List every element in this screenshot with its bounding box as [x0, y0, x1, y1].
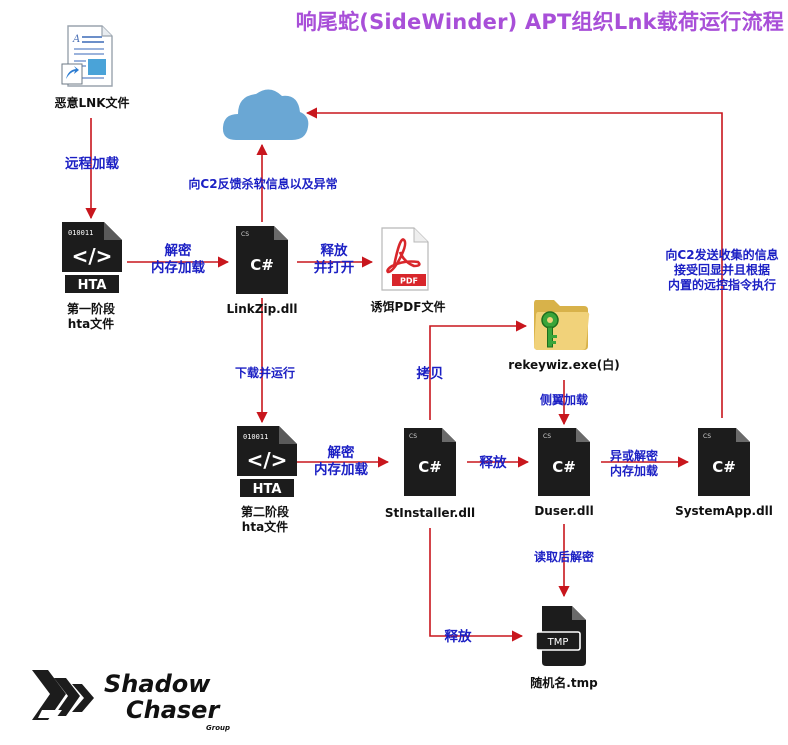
hta-file-icon: 010011 </> HTA — [62, 222, 122, 296]
systemapp-node[interactable]: CS C# — [694, 426, 754, 498]
svg-text:C#: C# — [712, 458, 736, 476]
edge-label-read-decrypt: 读取后解密 — [533, 550, 594, 564]
hta1-node[interactable]: 010011 </> HTA — [56, 220, 126, 298]
svg-text:A: A — [72, 34, 80, 45]
logo-text-line1: Shadow — [104, 670, 211, 698]
hta2-label-line1: 第二阶段 — [240, 505, 289, 519]
logo-arrows-icon — [32, 670, 94, 720]
svg-text:HTA: HTA — [253, 482, 282, 497]
svg-text:CS: CS — [409, 433, 417, 440]
diagram-title: 响尾蛇(SideWinder) APT组织Lnk载荷运行流程 — [295, 10, 784, 34]
systemapp-label: SystemApp.dll — [675, 504, 773, 518]
csharp-file-icon: CS C# — [538, 428, 590, 496]
edge-label-release-open-2: 并打开 — [313, 260, 355, 276]
tmp-file-icon: TMP — [535, 606, 586, 666]
lnk-document-icon: A — [61, 25, 113, 87]
svg-text:CS: CS — [241, 231, 249, 238]
edge-label-c2-line3: 内置的远控指令执行 — [667, 278, 776, 292]
svg-text:HTA: HTA — [78, 278, 107, 293]
pdf-label: 诱饵PDF文件 — [370, 300, 446, 314]
svg-text:PDF: PDF — [400, 277, 418, 286]
svg-text:C#: C# — [250, 256, 274, 274]
edge-label-release-1: 释放 — [479, 455, 507, 471]
shadowchaser-logo-mark — [26, 666, 100, 726]
svg-text:</>: </> — [247, 448, 288, 472]
logo-text-line3: Group — [206, 724, 231, 732]
lnk-file-node[interactable]: A — [60, 24, 120, 88]
c2-cloud-node[interactable] — [220, 82, 310, 144]
svg-text:010011: 010011 — [68, 229, 93, 237]
tmp-label: 随机名.tmp — [530, 676, 598, 690]
arrow-stinstaller-to-tmp — [429, 528, 524, 642]
svg-text:CS: CS — [703, 433, 711, 440]
rekeywiz-label: rekeywiz.exe(白) — [508, 358, 620, 372]
hta2-node[interactable]: 010011 </> HTA — [231, 424, 301, 502]
linkzip-label: LinkZip.dll — [226, 302, 298, 316]
arrow-systemapp-to-cloud — [305, 107, 723, 418]
stinstaller-node[interactable]: CS C# — [400, 426, 460, 498]
hta1-label-line1: 第一阶段 — [66, 302, 115, 316]
hta-file-icon: 010011 </> HTA — [237, 426, 297, 500]
edge-label-release-open-1: 释放 — [320, 243, 348, 259]
edge-label-copy: 拷贝 — [416, 366, 444, 382]
edge-label-memload-2: 内存加载 — [314, 462, 368, 478]
edge-label-xor-decrypt: 异或解密 — [609, 449, 658, 463]
rekeywiz-node[interactable] — [528, 290, 594, 352]
cloud-icon — [222, 89, 309, 140]
pdf-node[interactable]: PDF — [378, 226, 432, 292]
edge-label-c2-line1: 向C2发送收集的信息 — [665, 248, 779, 262]
hta1-label-line2: hta文件 — [67, 317, 115, 331]
svg-text:C#: C# — [418, 458, 442, 476]
svg-text:CS: CS — [543, 433, 551, 440]
edge-label-decrypt-2: 解密 — [327, 445, 355, 461]
svg-text:010011: 010011 — [243, 433, 268, 441]
edge-label-memload-3: 内存加载 — [609, 464, 658, 478]
svg-text:</>: </> — [72, 244, 113, 268]
linkzip-node[interactable]: CS C# — [232, 224, 292, 296]
pdf-file-icon: PDF — [381, 227, 429, 291]
duser-node[interactable]: CS C# — [534, 426, 594, 498]
edge-label-sideload: 侧翼加载 — [539, 393, 588, 407]
lnk-file-label: 恶意LNK文件 — [54, 96, 130, 110]
svg-text:C#: C# — [552, 458, 576, 476]
edge-label-c2-line2: 接受回显并且根据 — [673, 263, 770, 277]
edge-label-remote-load: 远程加载 — [65, 156, 119, 172]
edge-label-release-2: 释放 — [444, 629, 472, 645]
arrow-stinstaller-to-rekeywiz — [429, 320, 528, 420]
duser-label: Duser.dll — [534, 504, 594, 518]
edge-label-feedback-c2: 向C2反馈杀软信息以及异常 — [188, 177, 338, 191]
csharp-file-icon: CS C# — [236, 226, 288, 294]
logo-text-line2: Chaser — [126, 696, 220, 724]
csharp-file-icon: CS C# — [404, 428, 456, 496]
key-folder-icon — [534, 300, 590, 350]
edge-label-decrypt-1: 解密 — [164, 243, 192, 259]
edge-label-memload-1: 内存加载 — [151, 260, 205, 276]
hta2-label-line2: hta文件 — [241, 520, 289, 534]
csharp-file-icon: CS C# — [698, 428, 750, 496]
tmp-node[interactable]: TMP — [530, 602, 596, 668]
edge-label-download-run: 下载并运行 — [234, 366, 295, 380]
stinstaller-label: StInstaller.dll — [384, 506, 476, 520]
svg-text:TMP: TMP — [547, 637, 569, 648]
